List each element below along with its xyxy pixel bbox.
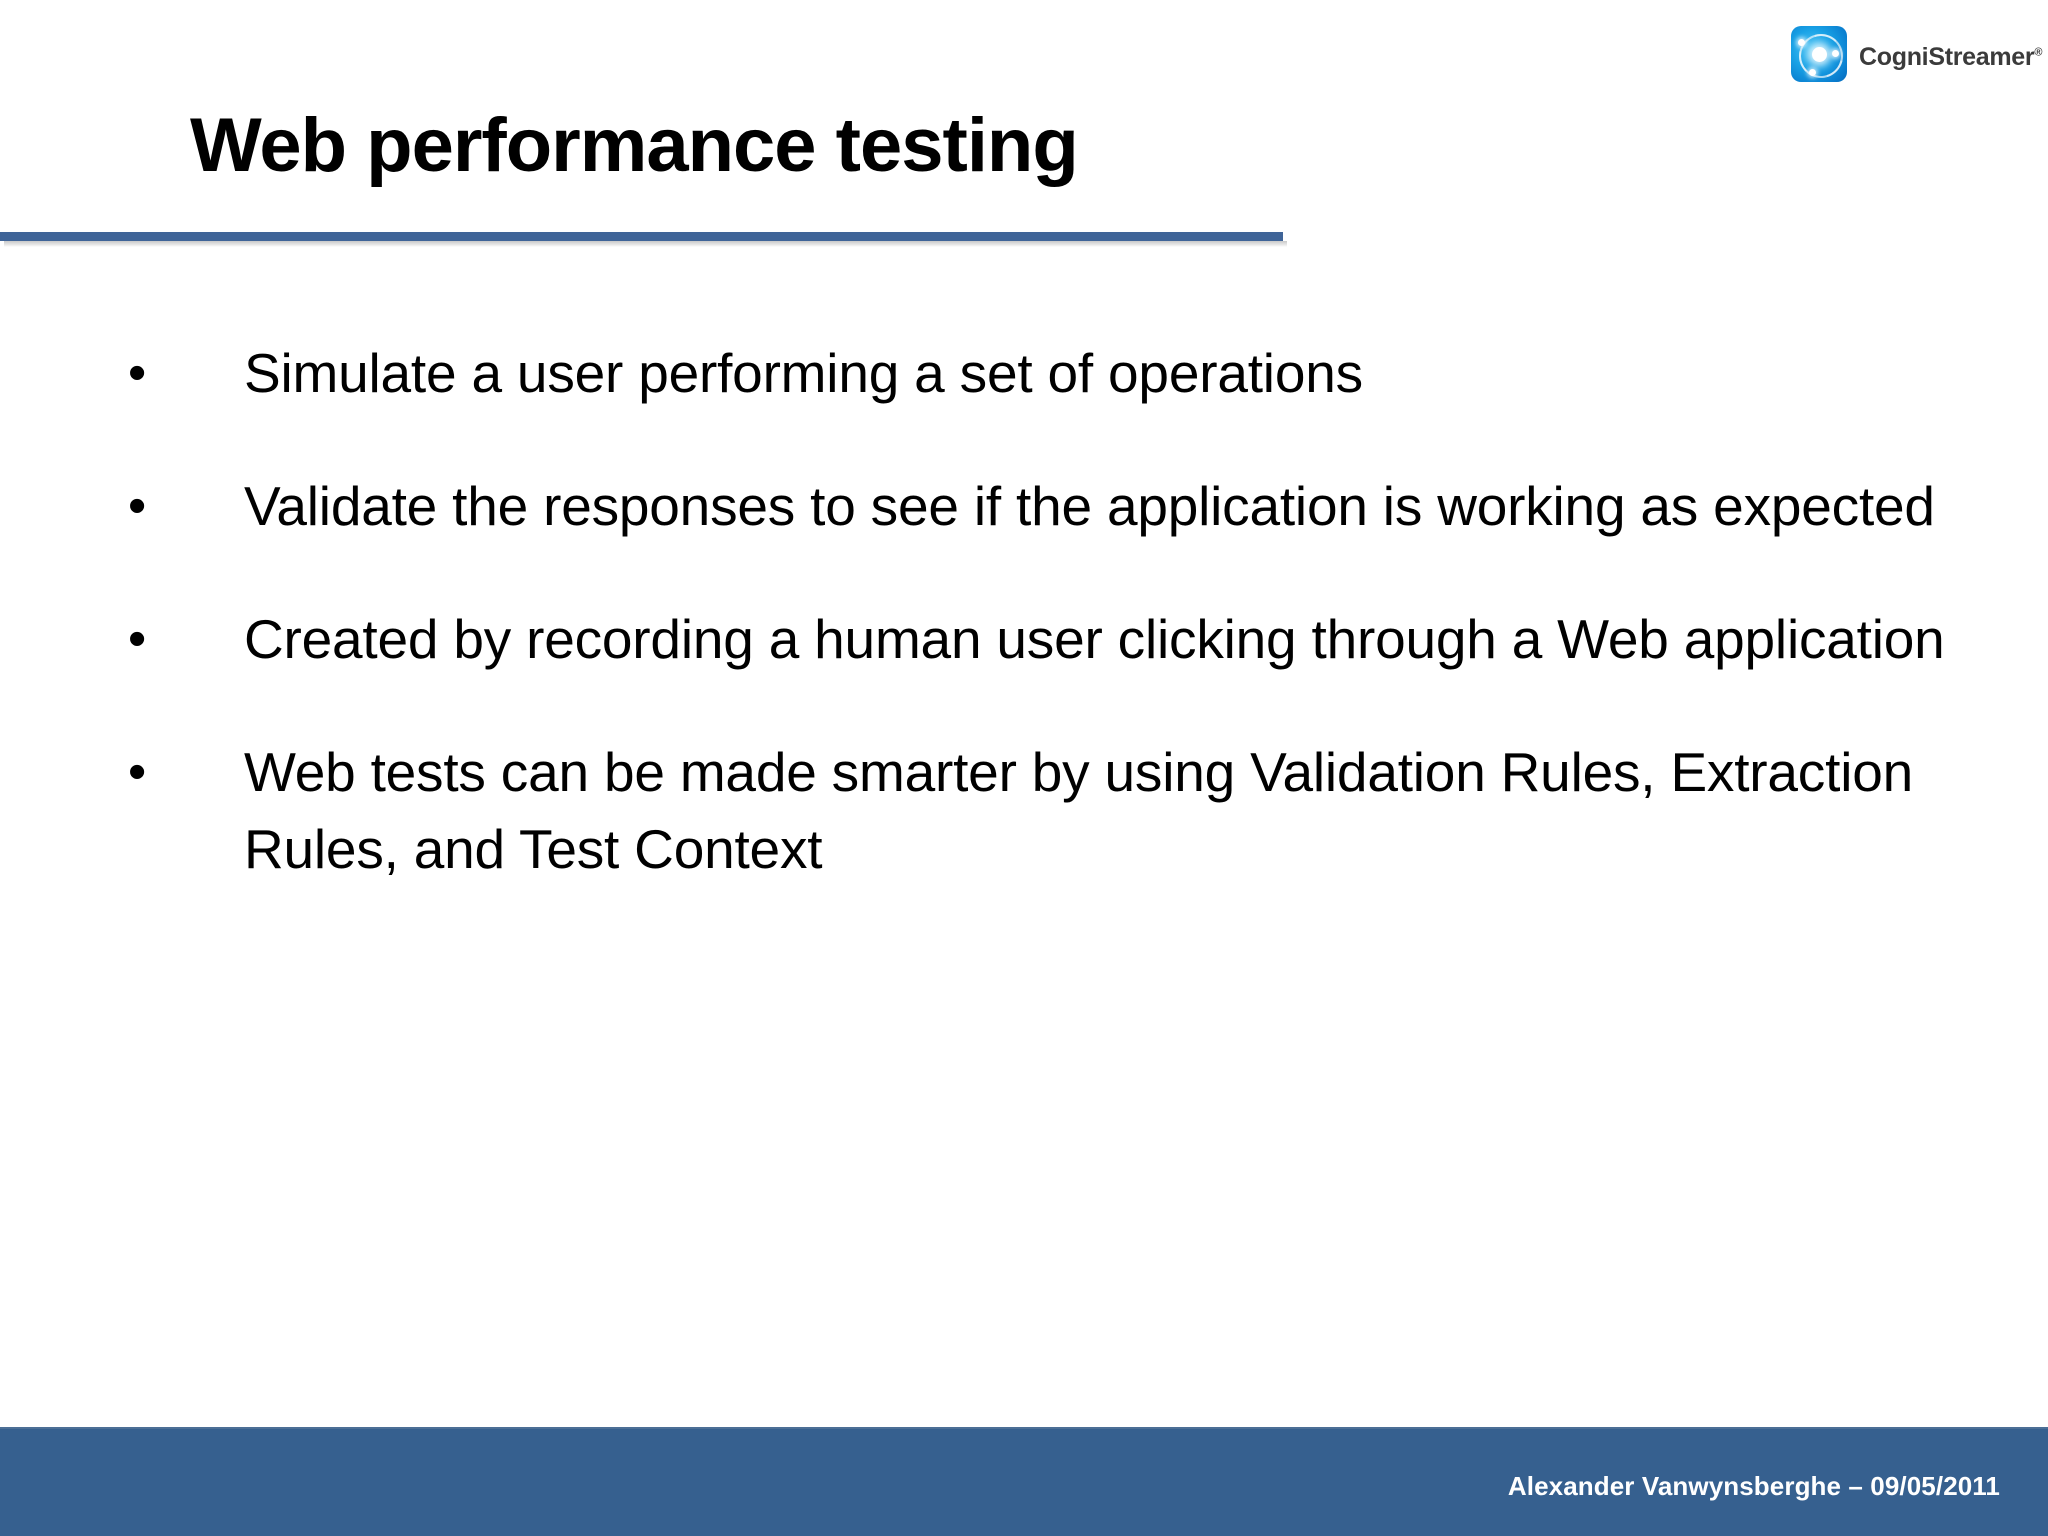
list-item: • Validate the responses to see if the a… <box>112 468 2012 545</box>
bullet-text: Validate the responses to see if the app… <box>244 475 1935 537</box>
brand-name-text: CogniStreamer <box>1859 42 2035 71</box>
bullet-text: Created by recording a human user clicki… <box>244 608 1945 670</box>
bullet-text: Web tests can be made smarter by using V… <box>244 741 1913 880</box>
cognistreamer-atom-icon <box>1791 26 1847 82</box>
brand-logo: CogniStreamer® <box>1791 26 2042 82</box>
orbit-dot-2 <box>1832 50 1839 57</box>
atom-core <box>1811 46 1827 62</box>
title-divider-shadow <box>4 241 1287 247</box>
bullet-marker: • <box>128 610 147 668</box>
list-item: • Created by recording a human user clic… <box>112 601 2012 678</box>
footer-credit: Alexander Vanwynsberghe – 09/05/2011 <box>1507 1471 2000 1501</box>
bullet-marker: • <box>128 743 147 801</box>
list-item: • Web tests can be made smarter by using… <box>112 734 2012 888</box>
list-item: • Simulate a user performing a set of op… <box>112 335 2012 412</box>
brand-name: CogniStreamer® <box>1859 42 2043 71</box>
title-divider <box>0 232 1283 241</box>
bullet-list: • Simulate a user performing a set of op… <box>112 335 2012 888</box>
orbit-dot-3 <box>1809 69 1816 76</box>
registered-trademark-symbol: ® <box>2034 46 2043 59</box>
bullet-marker: • <box>128 477 147 535</box>
orbit-ring-1 <box>1799 34 1843 78</box>
slide-footer: Alexander Vanwynsberghe – 09/05/2011 <box>0 1427 2048 1536</box>
bullet-marker: • <box>128 344 147 402</box>
page-title: Web performance testing <box>190 103 1079 188</box>
bullet-text: Simulate a user performing a set of oper… <box>244 342 1363 404</box>
orbit-dot-1 <box>1798 39 1805 46</box>
